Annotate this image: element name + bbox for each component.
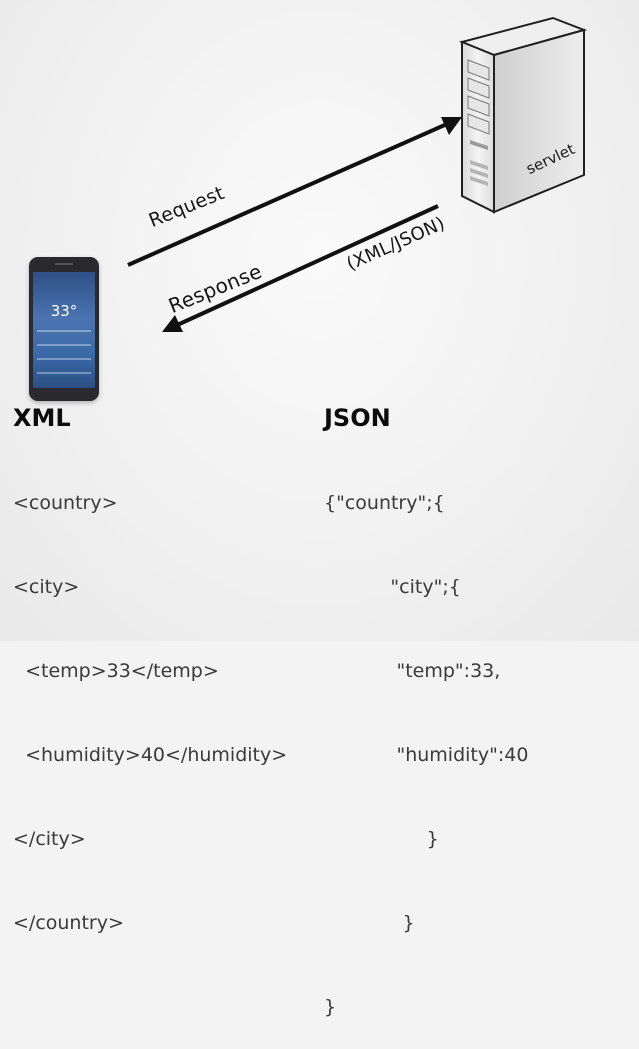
json-line: } <box>324 996 337 1018</box>
client-server-diagram <box>127 16 588 332</box>
request-arrow <box>127 117 462 267</box>
xml-line: </city> <box>13 828 86 850</box>
xml-line: <country> <box>13 492 118 514</box>
json-code-block: {"country";{ "city";{ "temp":33, "humidi… <box>324 433 528 1049</box>
xml-line: <city> <box>13 576 80 598</box>
json-line: "temp":33, <box>324 660 501 682</box>
xml-line: </country> <box>13 912 124 934</box>
phone-row <box>37 372 91 374</box>
json-line: {"country";{ <box>324 492 445 514</box>
phone-screen: 33° <box>33 272 95 388</box>
xml-line: <temp>33</temp> <box>13 660 219 682</box>
phone-row <box>37 344 91 346</box>
xml-line: <humidity>40</humidity> <box>13 744 288 766</box>
phone-row <box>37 358 91 360</box>
json-line: } <box>324 912 415 934</box>
phone-temperature: 33° <box>50 302 78 320</box>
phone-row <box>37 330 91 332</box>
xml-code-block: <country> <city> <temp>33</temp> <humidi… <box>13 433 287 965</box>
smartphone-icon: 33° <box>29 257 99 401</box>
json-line: } <box>324 828 439 850</box>
json-line: "humidity":40 <box>324 744 529 766</box>
response-arrow <box>162 204 439 332</box>
json-line: "city";{ <box>324 576 461 598</box>
server-tower-icon <box>458 16 588 214</box>
json-heading: JSON <box>324 404 391 432</box>
phone-speaker <box>55 263 73 265</box>
xml-heading: XML <box>13 404 71 432</box>
